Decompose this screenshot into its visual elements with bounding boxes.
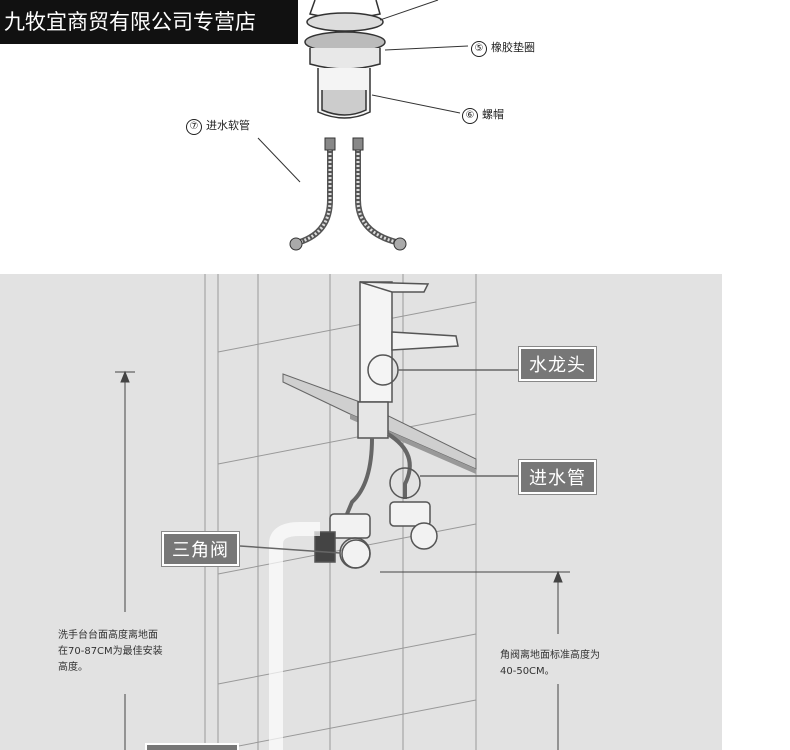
flange-ring [306, 12, 384, 32]
leader-line-6 [371, 94, 461, 114]
label-gasket-number: ⑤ [471, 41, 487, 57]
angle-valves [314, 501, 438, 569]
label-gasket-text: 橡胶垫圈 [491, 41, 535, 54]
label-gasket: ⑤ 橡胶垫圈 [471, 39, 535, 57]
leader-line-4 [379, 0, 439, 21]
wall-pipe [269, 522, 320, 750]
right-margin [722, 274, 790, 750]
exploded-parts-diagram: ⑤ 橡胶垫圈 ⑥ 螺帽 ⑦ 进水软管 [0, 0, 790, 270]
inlet-hoses [289, 137, 407, 251]
bottom-hoses [345, 432, 412, 515]
label-nut: ⑥ 螺帽 [462, 106, 504, 124]
hex-section [309, 48, 381, 70]
label-hose: ⑦ 进水软管 [186, 117, 250, 135]
note-valve-height: 角阀离地面标准高度为 40-50CM。 [500, 648, 600, 680]
label-nut-text: 螺帽 [482, 108, 504, 121]
label-hose-number: ⑦ [186, 119, 202, 135]
tag-angle-valve: 三角阀 [162, 532, 239, 566]
label-nut-number: ⑥ [462, 108, 478, 124]
installation-diagram-panel: 水龙头 进水管 三角阀 洗手台台面高度离地面 在70-87CM为最佳安装 高度。… [0, 274, 722, 750]
faucet-drawing [357, 281, 459, 439]
callout-lines [239, 369, 520, 554]
parts-illustration [257, 0, 469, 251]
height-dimension-right [380, 570, 570, 750]
note-basin-height: 洗手台台面高度离地面 在70-87CM为最佳安装 高度。 [58, 628, 163, 676]
partial-tag [145, 743, 239, 750]
installation-illustration [115, 274, 570, 750]
tag-faucet: 水龙头 [519, 347, 596, 381]
note-valve-line-1: 角阀离地面标准高度为 [500, 650, 600, 661]
leader-line-5 [384, 45, 469, 51]
note-basin-line-2: 在70-87CM为最佳安装 [58, 646, 163, 657]
note-basin-line-3: 高度。 [58, 662, 88, 673]
nut-lower [321, 90, 367, 116]
height-dimension-left [115, 370, 135, 750]
note-basin-line-1: 洗手台台面高度离地面 [58, 630, 158, 641]
tag-inlet-pipe: 进水管 [519, 460, 596, 494]
store-banner: 九牧宜商贸有限公司专营店 [0, 0, 298, 44]
leader-line-7 [257, 137, 301, 183]
note-valve-line-2: 40-50CM。 [500, 666, 555, 677]
label-hose-text: 进水软管 [206, 119, 250, 132]
